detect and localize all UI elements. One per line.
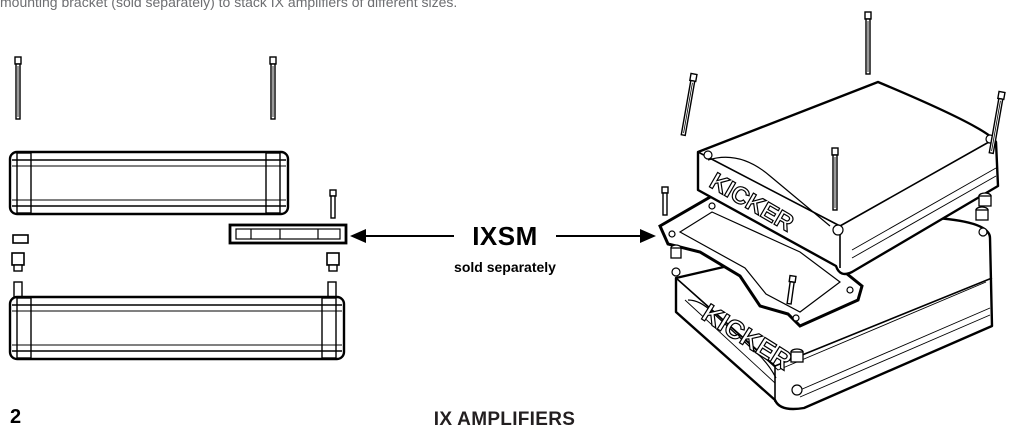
- top-amplifier-iso: [696, 80, 1000, 276]
- spacer-right: [326, 252, 340, 272]
- iso-spacer-right-a: [978, 192, 992, 207]
- ixsm-part-label: IXSM: [472, 221, 538, 251]
- spacer-small-left: [12, 234, 29, 244]
- page-number: 2: [10, 406, 22, 428]
- side-view-exploded: [8, 56, 348, 361]
- iso-bolt-top-center: [864, 11, 872, 75]
- short-bolt-right: [329, 189, 337, 219]
- top-bolt-left: [14, 56, 22, 120]
- iso-spacer-bottom: [790, 348, 804, 363]
- callout-arrow-right: [556, 229, 656, 243]
- isometric-stack: KICKER KICKER: [658, 11, 1006, 411]
- top-amplifier-side: [8, 150, 290, 216]
- footer-title: IX AMPLIFIERS: [433, 409, 576, 430]
- spacer-left: [11, 252, 25, 272]
- ixsm-bracket-side: [228, 223, 348, 245]
- bottom-amplifier-side: [8, 281, 346, 361]
- iso-bolt-center: [831, 147, 839, 211]
- top-bolt-right: [269, 56, 277, 120]
- iso-short-bolt-left: [661, 186, 669, 216]
- iso-spacer-left: [670, 244, 682, 259]
- callout-arrow-left: [350, 229, 454, 243]
- iso-bolt-left: [679, 72, 698, 137]
- sold-separately-note: sold separately: [454, 259, 556, 275]
- iso-spacer-right-b: [975, 206, 989, 221]
- intro-text: mounting bracket (sold separately) to st…: [0, 0, 458, 10]
